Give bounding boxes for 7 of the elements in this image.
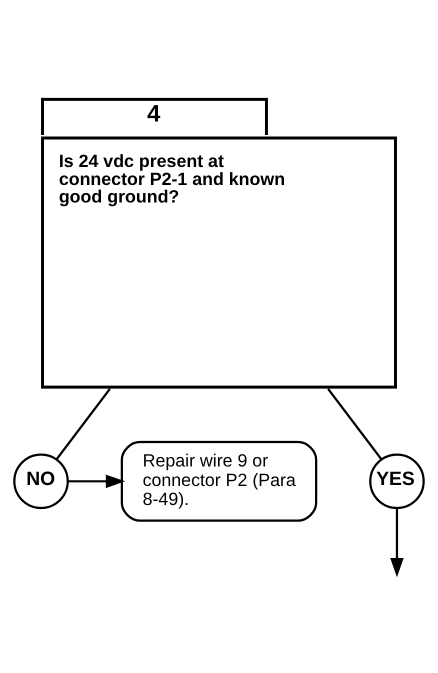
- connector: [327, 388, 382, 460]
- arrow: [390, 508, 404, 578]
- arrow: [68, 474, 126, 488]
- connector: [56, 388, 111, 460]
- node-circle: NO: [13, 454, 69, 510]
- node-circle: YES: [369, 454, 425, 510]
- node-box: Repair wire 9 or connector P2 (Para 8-49).: [120, 440, 318, 522]
